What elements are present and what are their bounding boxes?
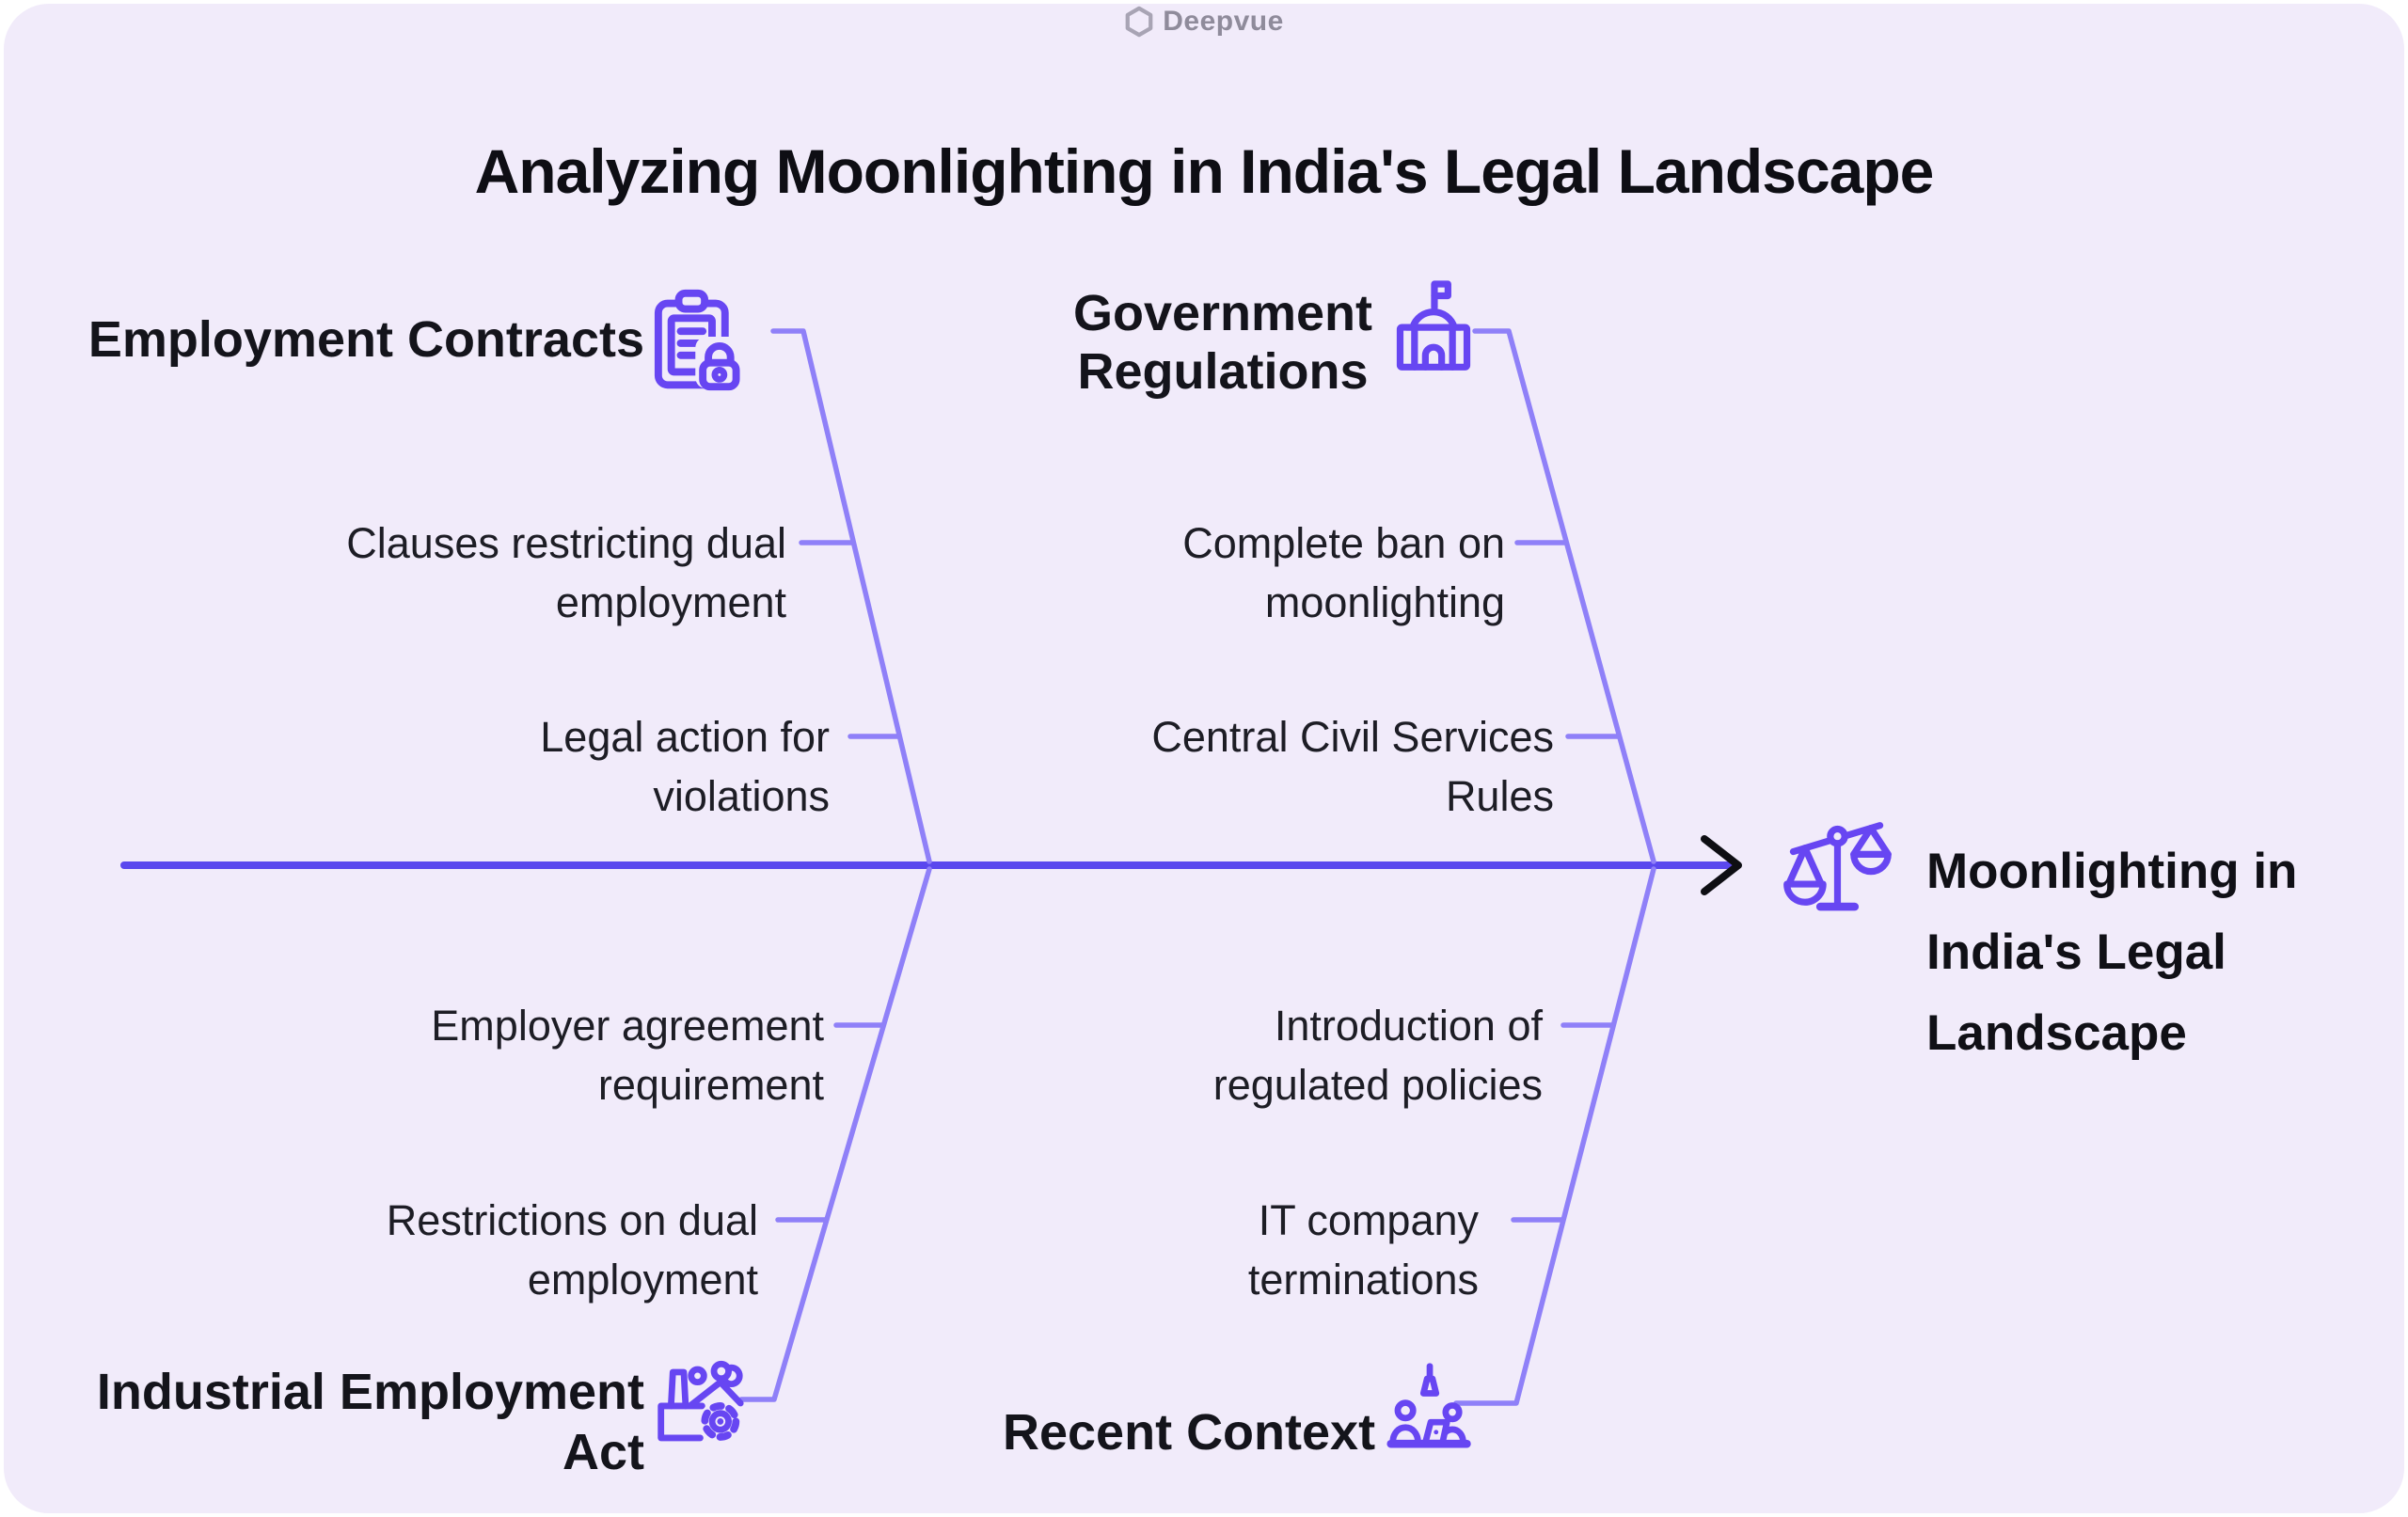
spine-arrowhead: [1701, 835, 1742, 895]
scales-icon: [1783, 822, 1892, 911]
factory-gear-icon: [657, 1360, 744, 1443]
item-complete-ban-on-moonlighting: Complete ban on moonlighting: [1182, 514, 1505, 632]
item-line: terminations: [1247, 1256, 1479, 1304]
branch-header-label: Industrial Employment: [96, 1364, 644, 1420]
background-card: [4, 4, 2404, 1513]
item-line: Complete ban on: [1182, 519, 1505, 567]
item-line: employment: [555, 578, 786, 626]
item-it-company-terminations: IT company terminations: [1248, 1191, 1479, 1309]
branch-header-industrial-employment-act: Industrial Employment Act: [97, 1362, 644, 1482]
deepvue-hexagon-icon: [1125, 6, 1153, 38]
branch-header-label: Employment Contracts: [87, 311, 644, 368]
item-restrictions-on-dual-employment: Restrictions on dual employment: [387, 1191, 758, 1309]
item-line: Introduction of: [1274, 1002, 1543, 1050]
branch-header-label: Regulations: [1077, 343, 1369, 400]
item-line: regulated policies: [1212, 1061, 1543, 1109]
brand-logo: Deepvue: [0, 6, 2408, 38]
branch-header-label: Recent Context: [1003, 1404, 1376, 1461]
page-title: Analyzing Moonlighting in India's Legal …: [474, 136, 1935, 207]
item-line: requirement: [597, 1061, 824, 1109]
item-legal-action-for-violations: Legal action for violations: [540, 707, 830, 826]
effect-label-line: Landscape: [1926, 1005, 2187, 1061]
people-desk-icon: [1386, 1363, 1471, 1448]
branch-header-label: Government: [1072, 285, 1373, 341]
item-introduction-of-regulated-policies: Introduction of regulated policies: [1213, 996, 1543, 1114]
rib-bottom-left: [738, 866, 932, 1402]
branch-header-employment-contracts: Employment Contracts: [88, 310, 644, 369]
effect-label-line: India's Legal: [1926, 924, 2226, 980]
item-central-civil-services-rules: Central Civil Services Rules: [1151, 707, 1554, 826]
item-line: Central Civil Services: [1151, 713, 1554, 761]
item-employer-agreement-requirement: Employer agreement requirement: [431, 996, 824, 1114]
item-line: Rules: [1445, 772, 1554, 820]
brand-logo-text: Deepvue: [1163, 6, 1284, 37]
item-line: moonlighting: [1264, 578, 1505, 626]
item-line: Clauses restricting dual: [346, 519, 786, 567]
branch-header-recent-context: Recent Context: [1003, 1403, 1375, 1462]
rib-top-left: [770, 328, 932, 864]
item-line: violations: [653, 772, 830, 820]
rib-top-right: [1472, 328, 1656, 864]
rib-bottom-right: [1453, 866, 1656, 1406]
government-building-icon: [1396, 280, 1471, 371]
clipboard-lock-icon: [654, 289, 744, 391]
item-line: Legal action for: [540, 713, 830, 761]
item-line: Restrictions on dual: [386, 1196, 758, 1244]
effect-label: Moonlighting in India's Legal Landscape: [1926, 831, 2297, 1074]
effect-label-line: Moonlighting in: [1926, 844, 2298, 899]
item-line: IT company: [1258, 1196, 1479, 1244]
branch-header-label: Act: [562, 1424, 644, 1480]
item-line: employment: [527, 1256, 758, 1304]
item-clauses-restricting-dual-employment: Clauses restricting dual employment: [346, 514, 786, 632]
item-line: Employer agreement: [431, 1002, 824, 1050]
branch-header-government-regulations: Government Regulations: [1044, 284, 1402, 401]
